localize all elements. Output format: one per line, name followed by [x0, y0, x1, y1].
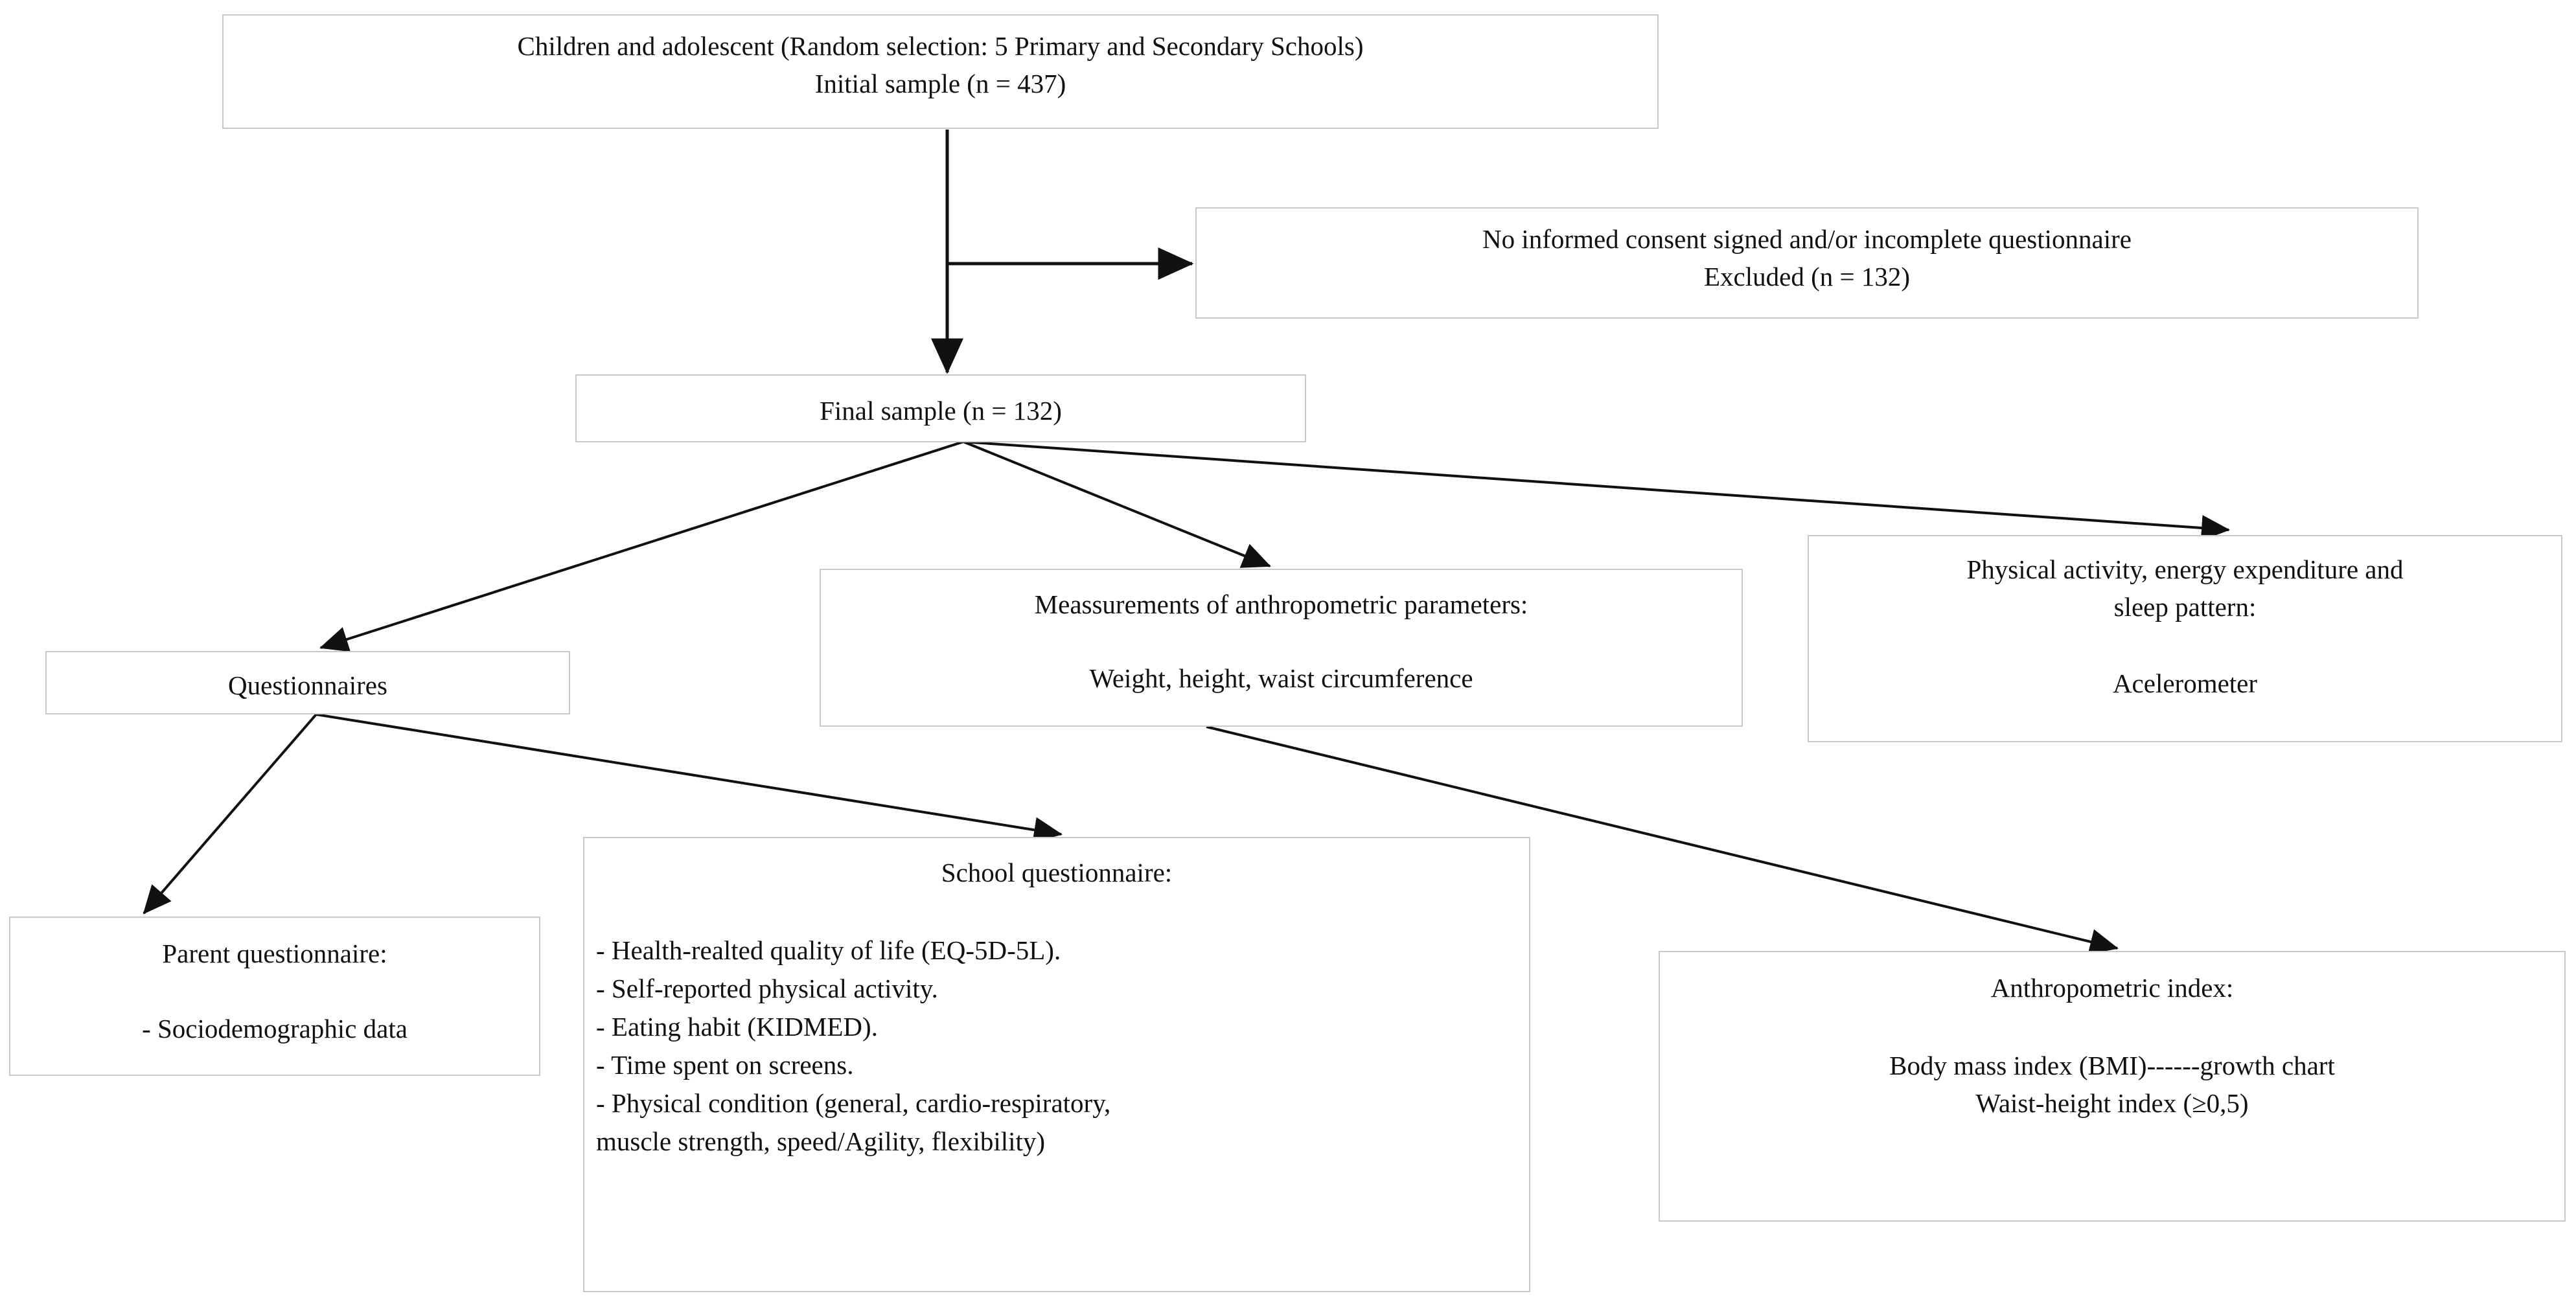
- excluded-line-1: No informed consent signed and/or incomp…: [1482, 224, 2132, 254]
- final-sample-line-1: Final sample (n = 132): [820, 396, 1062, 426]
- node-anthropometric-index: Anthropometric index: Body mass index (B…: [1659, 951, 2566, 1222]
- physical-activity-line-1: Physical activity, energy expenditure an…: [1966, 554, 2404, 584]
- node-final-sample: Final sample (n = 132): [575, 374, 1306, 442]
- node-initial-sample: Children and adolescent (Random selectio…: [222, 14, 1659, 129]
- node-excluded: No informed consent signed and/or incomp…: [1195, 207, 2419, 319]
- parent-questionnaire-line-2: - Sociodemographic data: [142, 1014, 408, 1044]
- anthropometric-measurements-line-2: Weight, height, waist circumference: [1089, 663, 1473, 694]
- school-questionnaire-bullets: - Health-realted quality of life (EQ-5D-…: [596, 935, 1111, 1157]
- node-parent-questionnaire: Parent questionnaire: - Sociodemographic…: [9, 917, 540, 1076]
- initial-sample-line-2: Initial sample (n = 437): [814, 69, 1066, 99]
- parent-questionnaire-line-1: Parent questionnaire:: [162, 939, 387, 968]
- questionnaires-line-1: Questionnaires: [228, 670, 387, 700]
- node-questionnaires: Questionnaires: [45, 651, 570, 714]
- physical-activity-line-2: sleep pattern:: [2113, 592, 2257, 622]
- edge-final-to-anthropometric-measurements: [963, 440, 1271, 568]
- anthropometric-index-line-3: Waist-height index (≥0,5): [1975, 1088, 2249, 1119]
- node-physical-activity: Physical activity, energy expenditure an…: [1808, 535, 2562, 742]
- node-anthropometric-measurements: Meassurements of anthropometric paramete…: [820, 569, 1743, 727]
- anthropometric-index-line-2: Body mass index (BMI)------growth chart: [1889, 1051, 2335, 1081]
- excluded-line-2: Excluded (n = 132): [1703, 262, 1910, 292]
- anthropometric-measurements-line-1: Meassurements of anthropometric paramete…: [1034, 589, 1528, 619]
- edge-questionnaires-to-parent: [143, 713, 317, 915]
- anthropometric-index-line-1: Anthropometric index:: [1990, 973, 2234, 1003]
- school-questionnaire-title: School questionnaire:: [941, 858, 1173, 887]
- node-school-questionnaire: School questionnaire: - Health-realted q…: [583, 837, 1530, 1292]
- edge-final-to-physical-activity: [963, 440, 2230, 542]
- physical-activity-line-3: Acelerometer: [2112, 668, 2258, 699]
- initial-sample-line-1: Children and adolescent (Random selectio…: [517, 31, 1364, 61]
- edge-questionnaires-to-school: [316, 713, 1063, 843]
